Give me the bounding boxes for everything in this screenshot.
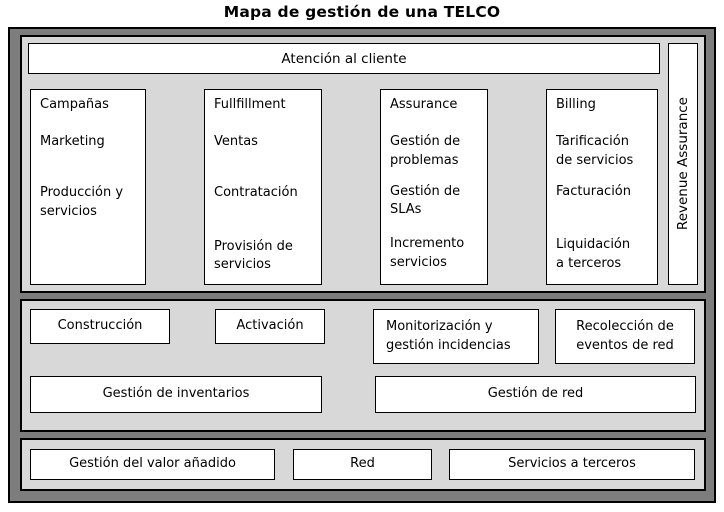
column-item: Marketing [40,133,105,149]
process-columns: Campañas Marketing Producción y servicio… [28,89,660,285]
box-atencion-al-cliente: Atención al cliente [28,43,660,74]
column-item: Billing [556,97,596,112]
column-item: Gestión de SLAs [390,183,461,218]
box-red: Red [293,449,432,480]
column-billing: Billing Tarificación de servicios Factur… [546,89,658,285]
column-item: Contratación [214,184,298,200]
box-monitorizacion-gestion-incidencias: Monitorización y gestión incidencias [373,309,539,364]
telco-map-frame: Atención al cliente Campañas Marketing P… [8,27,716,503]
section-network-operations: Construcción Activación Monitorización y… [20,299,706,432]
column-item: Producción y servicios [40,184,124,219]
revenue-assurance-label: Revenue Assurance [675,97,691,231]
column-item: Incremento servicios [390,236,465,271]
box-recoleccion-eventos-red: Recolección de eventos de red [555,309,695,364]
column-item: Liquidación a terceros [556,237,631,272]
top-left-area: Atención al cliente Campañas Marketing P… [28,43,660,285]
box-gestion-inventarios: Gestión de inventarios [30,376,322,413]
column-assurance: Assurance Gestión de problemas Gestión d… [380,89,488,285]
diagram-title: Mapa de gestión de una TELCO [223,3,501,21]
section-customer-processes: Atención al cliente Campañas Marketing P… [20,35,706,293]
column-item: Campañas [40,97,109,112]
column-item: Assurance [390,97,458,112]
box-construccion: Construcción [30,309,170,344]
box-gestion-red: Gestión de red [375,376,696,413]
column-item: Fullfillment [214,97,286,112]
column-item: Facturación [556,183,631,199]
column-fullfillment: Fullfillment Ventas Contratación Provisi… [204,89,322,285]
middle-row-2: Gestión de inventarios Gestión de red [30,376,696,413]
box-gestion-valor-anadido: Gestión del valor añadido [30,449,275,480]
box-activacion: Activación [215,309,325,344]
column-item: Tarificación de servicios [556,133,634,168]
column-item: Ventas [214,133,258,149]
middle-row-1: Construcción Activación Monitorización y… [30,309,696,364]
column-item: Gestión de problemas [390,133,461,168]
column-campanas: Campañas Marketing Producción y servicio… [30,89,146,285]
section-infrastructure: Gestión del valor añadido Red Servicios … [20,438,706,491]
box-servicios-terceros: Servicios a terceros [449,449,695,480]
column-item: Provisión de servicios [214,238,293,273]
box-revenue-assurance: Revenue Assurance [668,43,698,285]
